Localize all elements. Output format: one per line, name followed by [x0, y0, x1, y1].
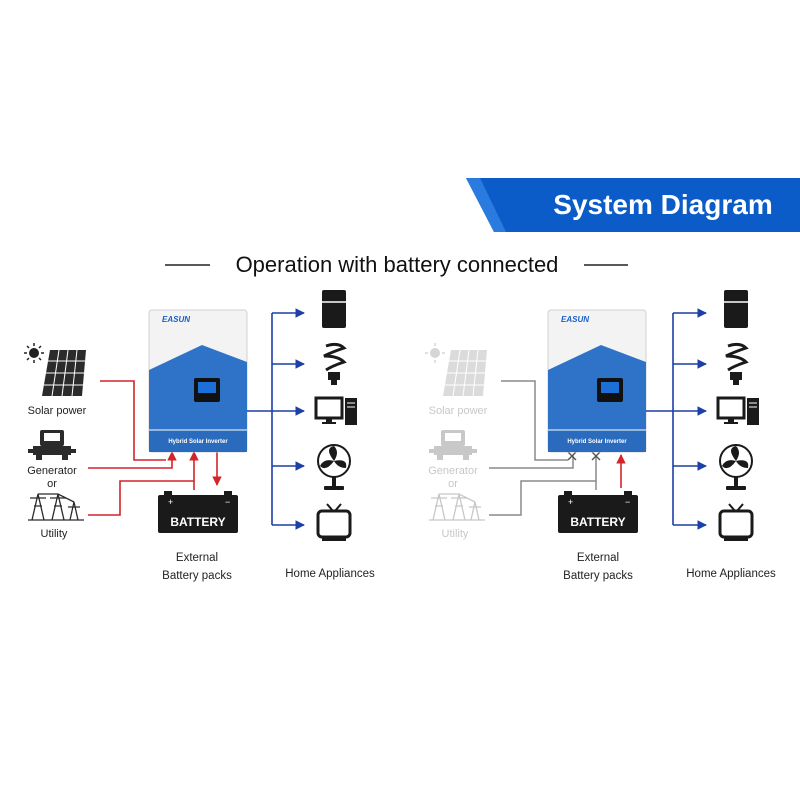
left-panel: Solar power Generator or Utility	[24, 290, 375, 582]
power-output-lines	[247, 308, 305, 530]
solar-panel-icon	[24, 343, 86, 397]
bulb-icon	[725, 342, 749, 385]
battery-left: + − BATTERY	[158, 491, 238, 533]
fridge-icon	[322, 290, 346, 328]
battery-caption-line2: Battery packs	[563, 570, 633, 582]
right-panel: Solar power Generator or Utility	[425, 290, 776, 582]
computer-icon	[716, 396, 759, 425]
fan-icon	[719, 444, 753, 490]
battery-label: BATTERY	[570, 515, 625, 529]
tv-icon	[316, 503, 352, 541]
generator-label: Generator	[27, 465, 77, 477]
solar-panel-icon	[425, 343, 487, 397]
battery-right: + − BATTERY	[558, 491, 638, 533]
generator-icon	[28, 430, 76, 460]
inactive-input-lines	[489, 380, 597, 516]
tv-icon	[718, 503, 754, 541]
computer-icon	[314, 396, 357, 425]
battery-caption-line1: External	[577, 552, 619, 564]
utility-icon	[429, 493, 485, 521]
home-appliances-label: Home Appliances	[285, 568, 375, 580]
power-output-lines	[646, 308, 707, 530]
banner-title: System Diagram	[553, 189, 772, 220]
battery-caption-line1: External	[176, 552, 218, 564]
power-input-lines	[88, 380, 222, 516]
or-label: or	[448, 478, 458, 490]
svg-text:−: −	[625, 497, 630, 507]
generator-label: Generator	[428, 465, 478, 477]
inverter-left: EASUN Hybrid Solar Inverter	[148, 309, 248, 453]
bulb-icon	[323, 342, 347, 385]
svg-text:+: +	[568, 497, 573, 507]
fan-icon	[317, 444, 351, 490]
battery-label: BATTERY	[170, 515, 225, 529]
utility-icon	[28, 493, 84, 521]
generator-icon	[429, 430, 477, 460]
svg-text:+: +	[168, 497, 173, 507]
solar-power-label: Solar power	[429, 405, 488, 417]
svg-text:−: −	[225, 497, 230, 507]
inverter-label: Hybrid Solar Inverter	[168, 439, 228, 445]
inverter-brand: EASUN	[162, 315, 190, 324]
solar-power-label: Solar power	[28, 405, 87, 417]
inverter-right: EASUN Hybrid Solar Inverter	[547, 309, 647, 453]
home-appliances-label: Home Appliances	[686, 568, 776, 580]
inverter-label: Hybrid Solar Inverter	[567, 439, 627, 445]
or-label: or	[47, 478, 57, 490]
subtitle: Operation with battery connected	[165, 252, 628, 277]
battery-caption-line2: Battery packs	[162, 570, 232, 582]
title-banner: System Diagram	[466, 178, 800, 232]
utility-label: Utility	[41, 528, 68, 540]
inverter-brand: EASUN	[561, 315, 589, 324]
utility-label: Utility	[442, 528, 469, 540]
disconnect-marks	[567, 451, 601, 461]
fridge-icon	[724, 290, 748, 328]
subtitle-text: Operation with battery connected	[236, 252, 559, 277]
